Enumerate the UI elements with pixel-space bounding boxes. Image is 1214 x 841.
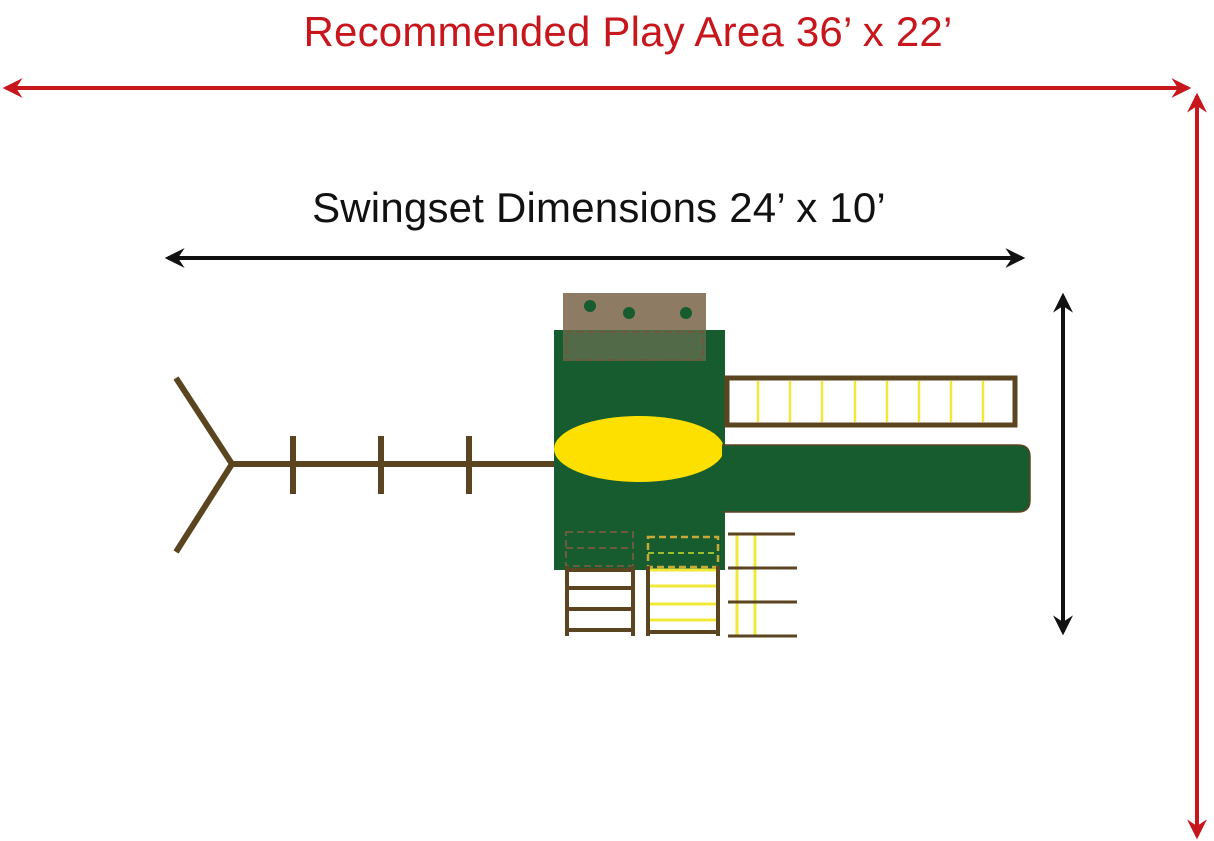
- monkey-bars: [724, 375, 1018, 428]
- roof-bolts: [584, 300, 692, 319]
- roof-outline-dashed: [565, 331, 704, 361]
- ladder-left: [565, 566, 635, 636]
- ladder-right: [728, 532, 797, 638]
- swingset-dimensions-label: Swingset Dimensions 24’ x 10’: [312, 184, 886, 231]
- swing-beam: [173, 376, 556, 554]
- roof-overlap: [563, 330, 706, 361]
- ladder-middle: [646, 566, 720, 636]
- ladder-mid-dashed-outline: [646, 535, 720, 569]
- canopy-oval: [554, 416, 724, 482]
- slide: [722, 445, 1030, 512]
- slide-outline: [722, 444, 1031, 513]
- play-area-label: Recommended Play Area 36’ x 22’: [303, 8, 953, 55]
